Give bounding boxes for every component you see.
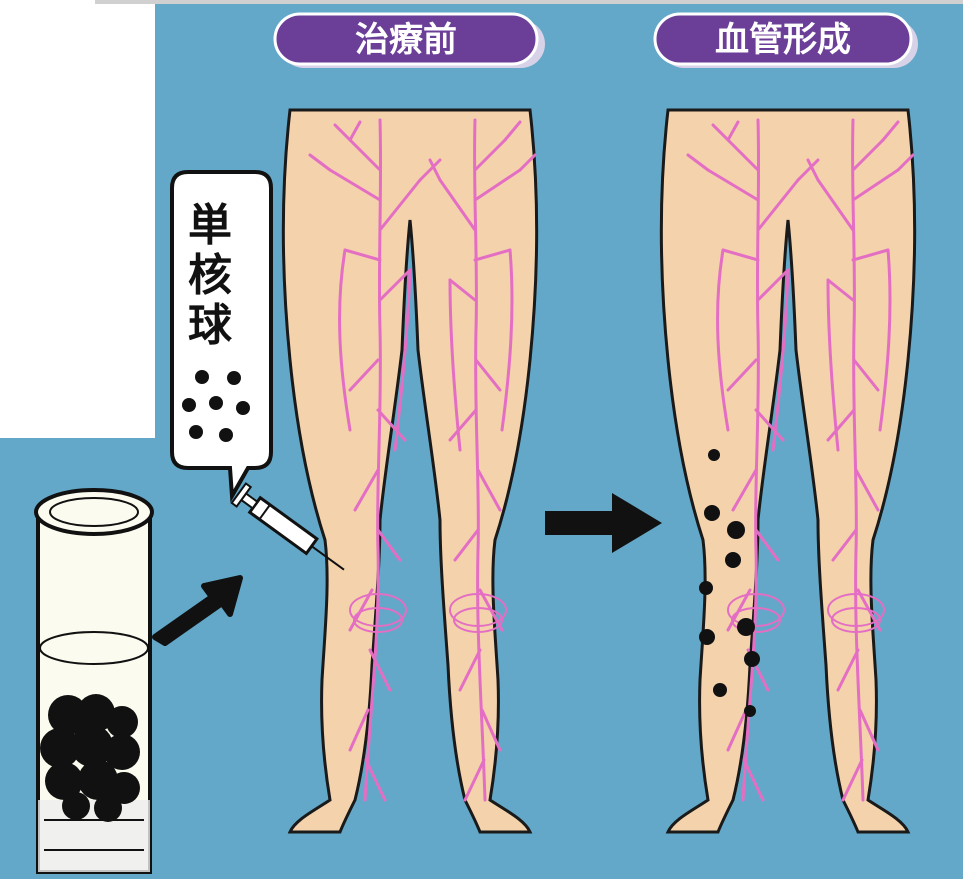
label-monocyte-2: 核 — [188, 250, 232, 301]
test-tube-icon — [36, 490, 152, 872]
label-monocyte-1: 単 — [188, 200, 232, 251]
monocyte-bubble: 単 核 球 — [172, 172, 271, 496]
label-angiogenesis: 血管形成 — [715, 20, 851, 60]
pill-angiogenesis: 血管形成 — [655, 14, 918, 68]
top-rule — [95, 0, 963, 4]
pill-before-treatment: 治療前 — [275, 14, 545, 68]
label-monocyte-3: 球 — [188, 300, 233, 351]
label-before-treatment: 治療前 — [355, 20, 457, 60]
